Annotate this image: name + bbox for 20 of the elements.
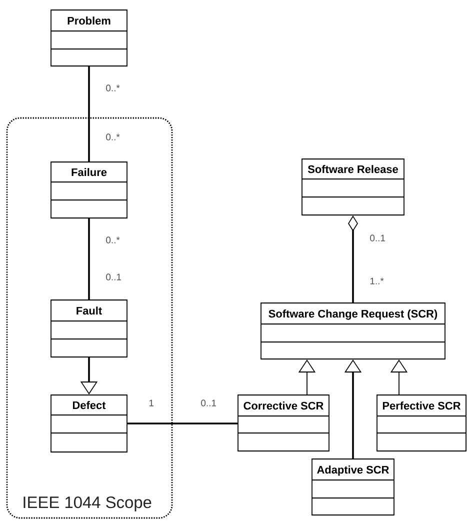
multiplicity-label: 1..* (370, 278, 384, 284)
multiplicity-label: 0..* (106, 236, 120, 244)
class-box: Perfective SCR (376, 394, 466, 452)
multiplicity-label: 1 (149, 400, 154, 406)
multiplicity-label: 0..* (106, 84, 120, 92)
multiplicity-label: 0..1 (370, 234, 386, 242)
association-line (127, 422, 238, 424)
class-box: Software Change Request (SCR) (260, 302, 446, 360)
class-box: Failure (50, 162, 128, 218)
class-box: Fault (50, 300, 128, 358)
multiplicity-label: 0..* (106, 134, 120, 140)
class-box: Software Release (302, 158, 404, 216)
multiplicity-label: 0..1 (201, 400, 216, 406)
class-box: Defect (50, 394, 128, 452)
association-line (88, 66, 90, 162)
multiplicity-label: 0..1 (106, 274, 122, 280)
association-line (88, 218, 90, 300)
class-box: Problem (50, 10, 128, 66)
class-box: Corrective SCR (238, 394, 330, 452)
class-box: Adaptive SCR (312, 458, 394, 516)
